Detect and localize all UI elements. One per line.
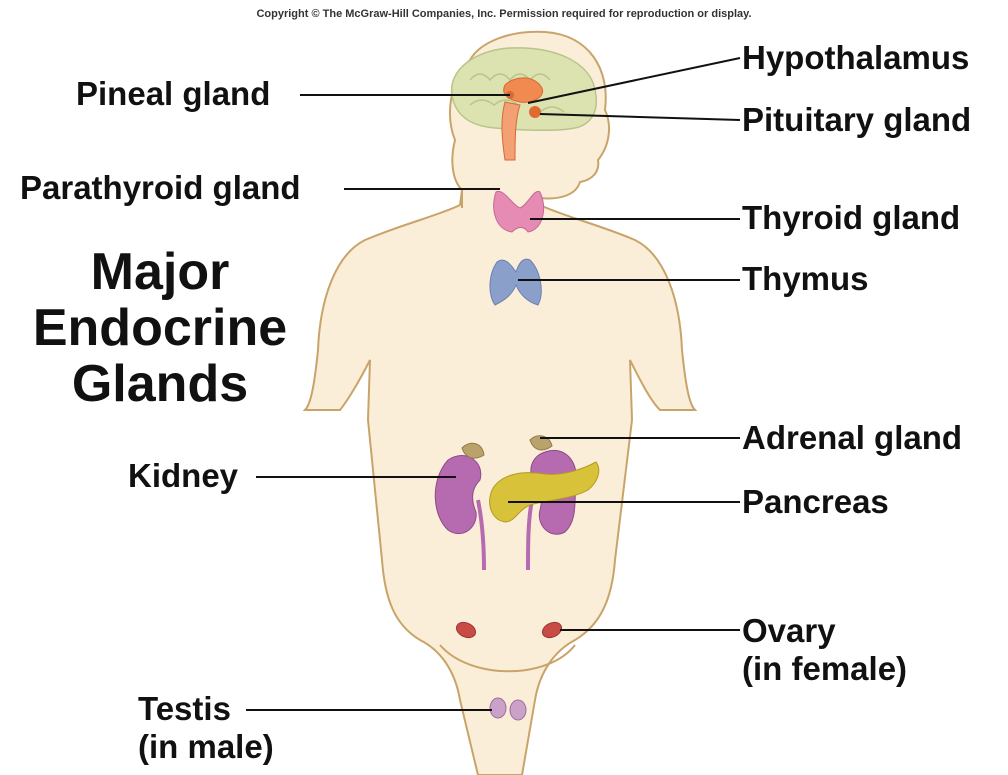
label-hypothalamus: Hypothalamus — [742, 40, 969, 76]
label-thymus: Thymus — [742, 261, 869, 297]
label-parathyroid-gland: Parathyroid gland — [20, 170, 301, 206]
label-thyroid-gland: Thyroid gland — [742, 200, 960, 236]
label-adrenal-gland: Adrenal gland — [742, 420, 962, 456]
diagram-title: Major Endocrine Glands — [10, 244, 310, 412]
label-ovary-line-2: (in female) — [742, 650, 907, 688]
title-line-1: Major — [10, 244, 310, 300]
label-pituitary-gland: Pituitary gland — [742, 102, 971, 138]
label-testis: Testis (in male) — [138, 690, 274, 766]
label-testis-line-1: Testis — [138, 690, 274, 728]
left-testis — [490, 698, 506, 718]
label-ovary: Ovary (in female) — [742, 612, 907, 688]
body-outline — [305, 32, 695, 775]
title-line-2: Endocrine — [10, 300, 310, 356]
title-line-3: Glands — [10, 356, 310, 412]
right-testis — [510, 700, 526, 720]
label-testis-line-2: (in male) — [138, 728, 274, 766]
label-pineal-gland: Pineal gland — [76, 76, 270, 112]
label-ovary-line-1: Ovary — [742, 612, 907, 650]
pituitary-gland — [529, 106, 541, 118]
label-pancreas: Pancreas — [742, 484, 889, 520]
label-kidney: Kidney — [128, 458, 238, 494]
